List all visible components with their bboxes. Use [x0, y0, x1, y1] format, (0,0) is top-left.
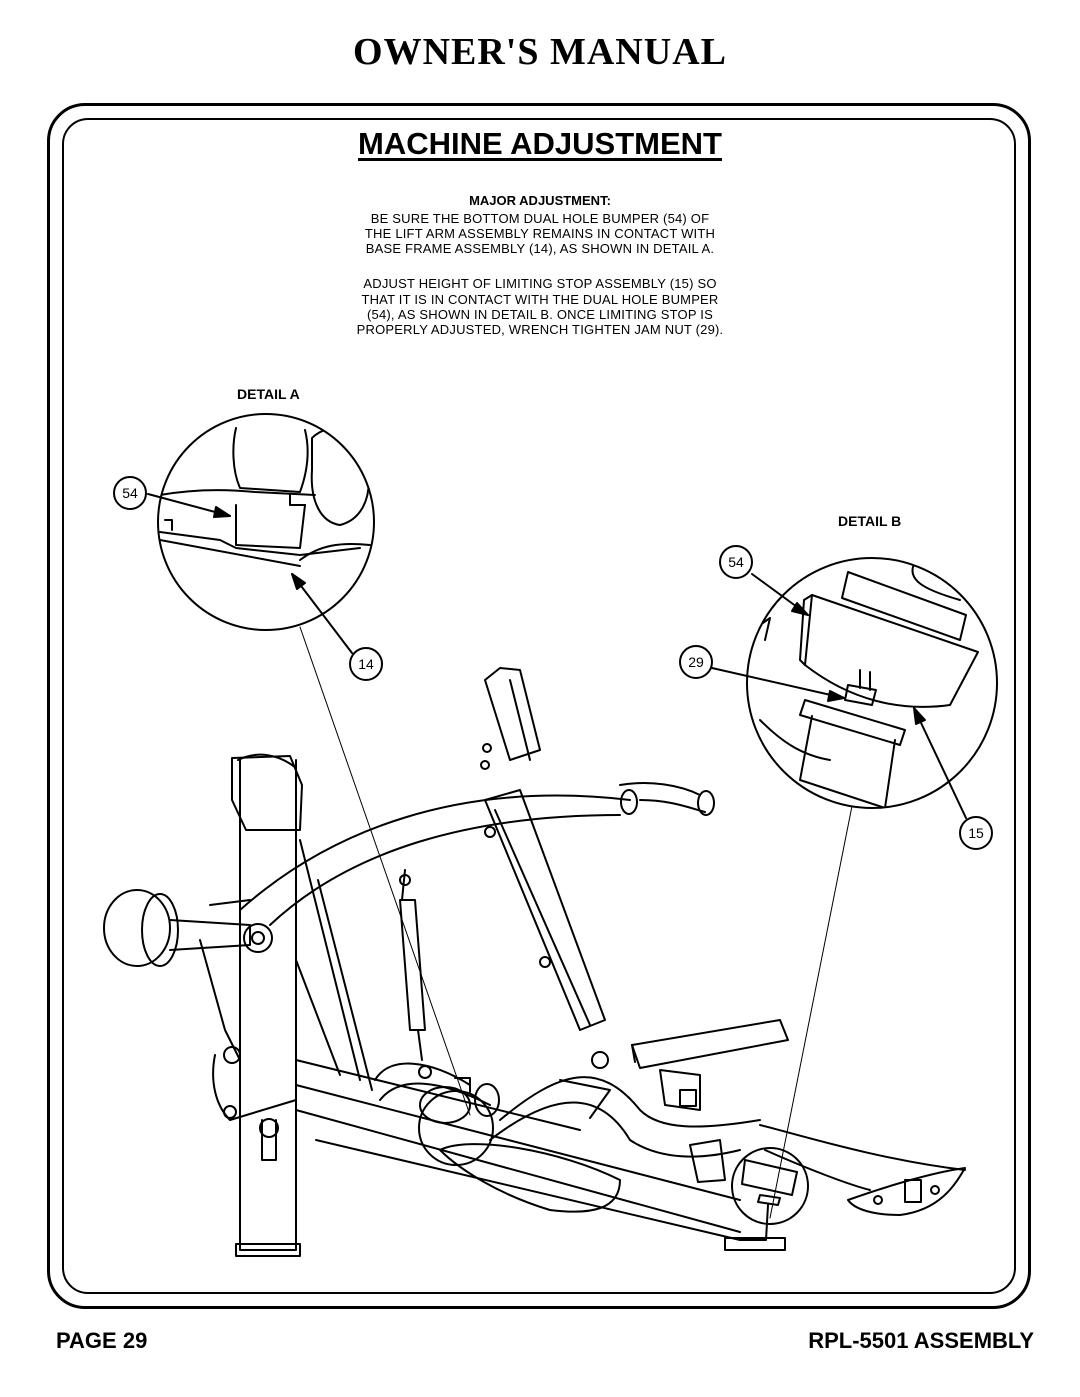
page-frame-inner	[62, 118, 1016, 1294]
detail-a-circle	[157, 413, 375, 631]
instruction-line: PROPERLY ADJUSTED, WRENCH TIGHTEN JAM NU…	[356, 322, 724, 337]
detail-a-label: DETAIL A	[237, 386, 300, 402]
detail-b-projection-line	[769, 805, 853, 1219]
instruction-line: BE SURE THE BOTTOM DUAL HOLE BUMPER (54)…	[370, 211, 710, 226]
detail-a-projection-line	[299, 626, 471, 1116]
callout-29: 29	[688, 654, 704, 670]
seat-back	[480, 667, 606, 1031]
instruction-line: THAT IT IS IN CONTACT WITH THE DUAL HOLE…	[361, 292, 719, 307]
instruction-line: THE LIFT ARM ASSEMBLY REMAINS IN CONTACT…	[364, 226, 716, 241]
detail-a-locator-circle	[418, 1090, 494, 1166]
instruction-line: (54), AS SHOWN IN DETAIL B. ONCE LIMITIN…	[367, 307, 713, 322]
pivot-pad	[103, 889, 273, 1119]
callout-balloon	[349, 647, 383, 681]
detail-b-label: DETAIL B	[838, 513, 902, 529]
page-frame-outer	[47, 103, 1031, 1309]
callout-balloon	[679, 645, 713, 679]
instruction-line: ADJUST HEIGHT OF LIMITING STOP ASSEMBLY …	[363, 276, 717, 291]
support-struts	[295, 839, 373, 1091]
section-title: MACHINE ADJUSTMENT	[358, 126, 722, 161]
callout-balloon	[959, 816, 993, 850]
main-post	[231, 753, 303, 1257]
callout-14: 14	[358, 656, 374, 672]
base-frame	[212, 1054, 786, 1251]
limiting-stop	[731, 1147, 809, 1241]
callout-15: 15	[968, 825, 984, 841]
seat-pad	[631, 1019, 789, 1111]
callout-54-a: 54	[122, 485, 138, 501]
detail-b-circle	[746, 557, 998, 809]
callout-balloon	[113, 476, 147, 510]
instruction-line: BASE FRAME ASSEMBLY (14), AS SHOWN IN DE…	[365, 241, 715, 256]
detail-b-leader-54	[751, 573, 809, 616]
model-assembly-label: RPL-5501 ASSEMBLY	[808, 1328, 1034, 1353]
callout-balloon	[719, 545, 753, 579]
lift-arm	[239, 782, 715, 926]
page-number: PAGE 29	[56, 1328, 148, 1353]
detail-a-leader-14	[291, 573, 353, 654]
seat-rail	[489, 1051, 761, 1183]
detail-b-leader-15	[913, 707, 967, 819]
front-link-and-roller	[374, 1062, 500, 1124]
detail-a-leader-54	[147, 493, 231, 518]
gas-cylinder	[399, 869, 426, 1061]
foot-plate	[759, 1124, 966, 1216]
detail-b-leader-29	[711, 667, 845, 702]
callout-54-b: 54	[728, 554, 744, 570]
manual-title: OWNER'S MANUAL	[353, 31, 727, 73]
instruction-heading: MAJOR ADJUSTMENT:	[469, 193, 611, 208]
